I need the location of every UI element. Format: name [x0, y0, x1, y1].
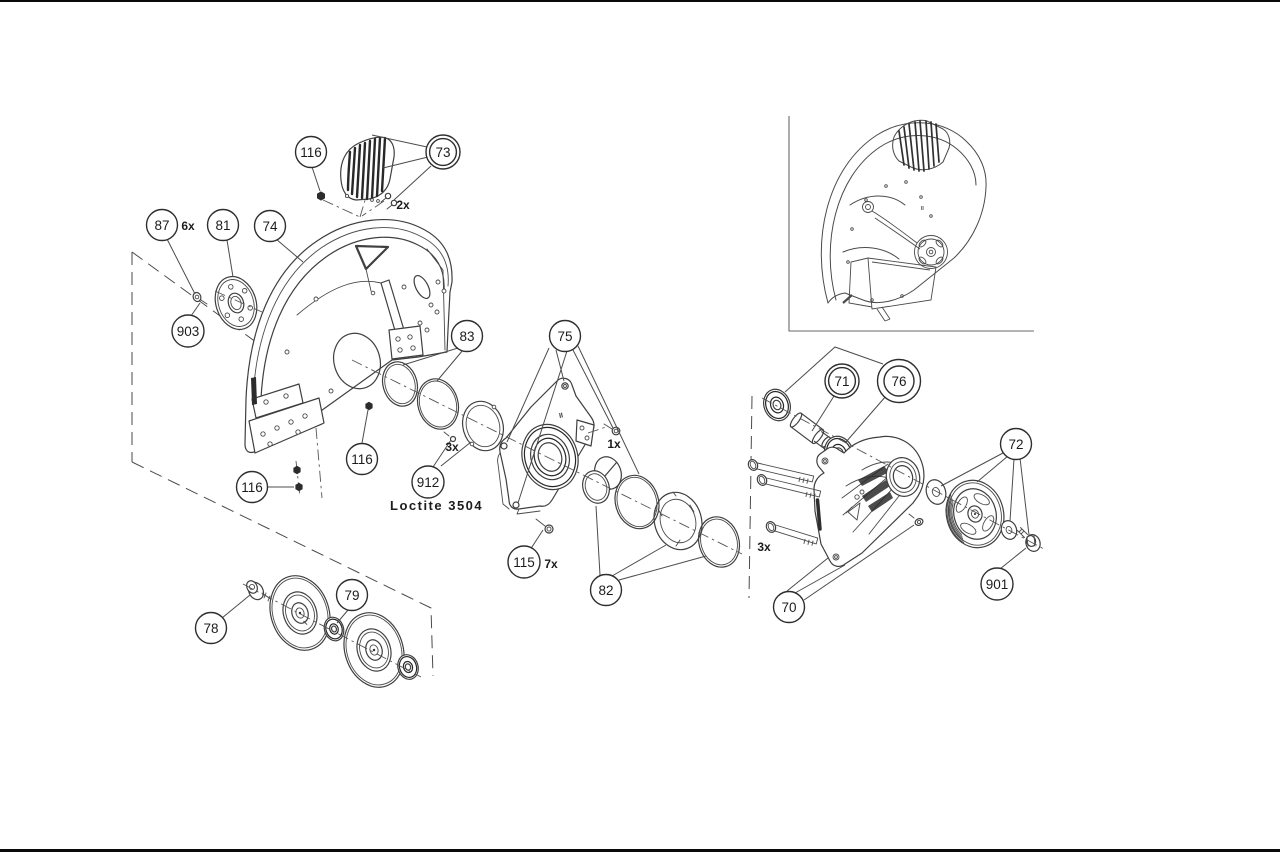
- callout-81[interactable]: 81: [206, 208, 240, 242]
- flange-axis: [214, 290, 263, 313]
- callout-903[interactable]: 903: [171, 314, 205, 348]
- cover-nut: [317, 191, 325, 201]
- svg-text:76: 76: [891, 374, 906, 389]
- hex-bolt-part: [1017, 527, 1041, 552]
- belt-pulley-part: [945, 479, 1005, 549]
- cover-axis-lines: [322, 196, 385, 218]
- qty-label-6x: 6x: [181, 219, 195, 233]
- lock-ring-part: [653, 491, 703, 551]
- bolts-3x: [747, 459, 822, 546]
- section-boundary-lines: [131, 251, 753, 677]
- spacer-rings: [381, 361, 460, 430]
- callout-79[interactable]: 79: [335, 578, 369, 612]
- callout-73[interactable]: 73: [425, 134, 461, 170]
- qty-label-1x: 1x: [607, 437, 621, 451]
- svg-text:116: 116: [241, 480, 263, 495]
- cover-screws-2x: [380, 192, 398, 210]
- svg-text:71: 71: [834, 374, 849, 389]
- callout-116-mid[interactable]: 116: [345, 442, 379, 476]
- flange-screw: [192, 291, 208, 305]
- sleeve-part: [582, 456, 622, 504]
- svg-text:87: 87: [154, 218, 169, 233]
- svg-text:82: 82: [598, 583, 613, 598]
- svg-text:70: 70: [781, 600, 796, 615]
- svg-text:116: 116: [351, 452, 373, 467]
- svg-text:74: 74: [262, 219, 278, 234]
- callout-82[interactable]: 82: [589, 573, 623, 607]
- svg-text:83: 83: [459, 329, 474, 344]
- svg-text:78: 78: [203, 621, 218, 636]
- inset-position-mark: II: [921, 206, 924, 212]
- callout-116-low[interactable]: 116: [235, 470, 269, 504]
- plate-countersunk-screw: [908, 513, 924, 526]
- idler-pulley-2: [343, 612, 405, 688]
- svg-text:903: 903: [177, 324, 200, 339]
- o-ring-2: [697, 516, 741, 568]
- leader-lines: [166, 134, 1030, 624]
- svg-text:115: 115: [513, 555, 535, 570]
- svg-text:79: 79: [344, 588, 359, 603]
- bearing-79: [323, 616, 345, 642]
- washer-large: [925, 479, 947, 505]
- svg-text:73: 73: [435, 145, 450, 160]
- plate-position-mark: II: [559, 412, 564, 420]
- svg-text:901: 901: [986, 577, 1009, 592]
- svg-text:72: 72: [1008, 437, 1023, 452]
- callout-83[interactable]: 83: [450, 319, 484, 353]
- callout-70[interactable]: 70: [772, 590, 806, 624]
- centerlines: [242, 359, 1045, 678]
- belt-guard-plate-part: [813, 435, 925, 567]
- blade-guard-part: [244, 219, 453, 454]
- callout-78[interactable]: 78: [194, 611, 228, 645]
- pulley-screw-part: [246, 580, 273, 602]
- bearing-plate-part: II: [497, 377, 595, 515]
- bearing-79b: [397, 654, 419, 680]
- qty-label-2x: 2x: [396, 198, 410, 212]
- svg-text:912: 912: [417, 475, 440, 490]
- plate-screw-7x: [535, 518, 554, 534]
- top-edge: [0, 0, 1280, 2]
- guard-nuts: [293, 427, 323, 499]
- svg-text:116: 116: [300, 145, 322, 160]
- callout-72[interactable]: 72: [999, 427, 1033, 461]
- idler-pulley-1: [269, 575, 331, 651]
- qty-label-3x-bolts: 3x: [757, 540, 771, 554]
- svg-text:81: 81: [215, 218, 230, 233]
- callout-71[interactable]: 71: [824, 363, 860, 399]
- callout-75[interactable]: 75: [548, 319, 582, 353]
- o-ring-1: [614, 474, 660, 530]
- callout-901[interactable]: 901: [980, 567, 1014, 601]
- assembled-view-inset: II: [788, 116, 1034, 332]
- callout-74[interactable]: 74: [253, 209, 287, 243]
- retaining-ring-part: [443, 400, 505, 452]
- ribbed-cover-part: [340, 136, 395, 203]
- loctite-note: Loctite 3504: [390, 498, 483, 513]
- callout-115[interactable]: 115: [507, 545, 541, 579]
- callout-116-top[interactable]: 116: [294, 135, 328, 169]
- callout-87[interactable]: 87: [145, 208, 179, 242]
- callout-76-highlighted[interactable]: 76: [876, 358, 922, 404]
- flange-part: [214, 275, 258, 331]
- callout-912[interactable]: 912: [411, 465, 445, 499]
- qty-label-7x: 7x: [544, 557, 558, 571]
- bearing-left: [763, 388, 791, 422]
- svg-text:75: 75: [557, 329, 572, 344]
- bottom-edge: [0, 849, 1280, 852]
- qty-label-3x-ring: 3x: [445, 440, 459, 454]
